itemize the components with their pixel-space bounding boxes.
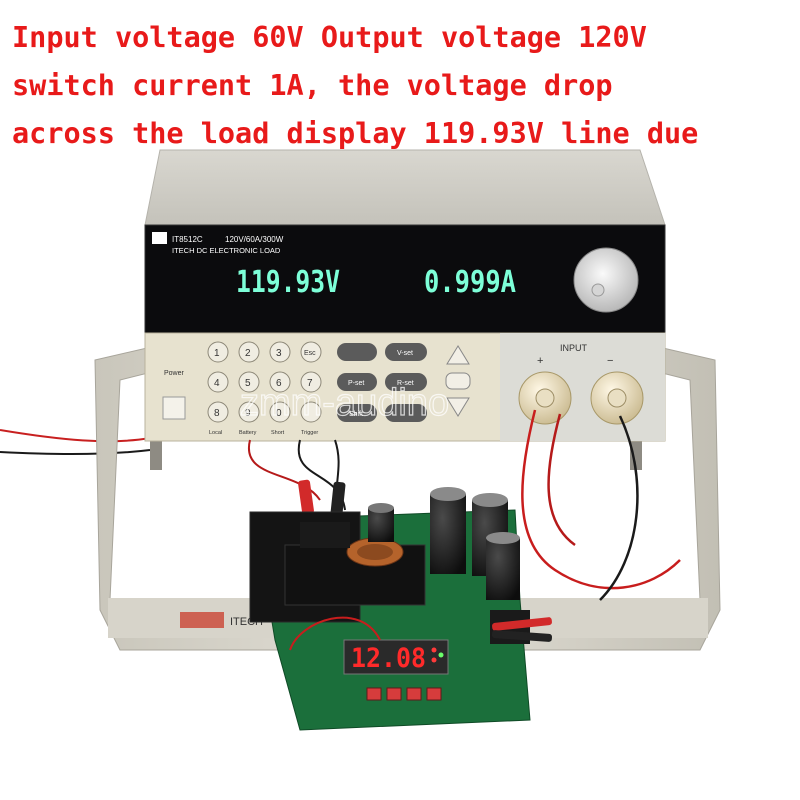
current-display: 0.999A xyxy=(424,265,516,300)
rating-label: 120V/60A/300W xyxy=(225,235,284,244)
key-shift[interactable] xyxy=(337,404,377,422)
svg-text:3: 3 xyxy=(276,348,282,359)
svg-text:V-set: V-set xyxy=(397,350,413,357)
key-5[interactable] xyxy=(238,371,260,393)
svg-text:6: 6 xyxy=(276,378,282,389)
board-button-3[interactable] xyxy=(406,687,422,701)
key-6[interactable] xyxy=(269,371,291,393)
caption-line-2: switch current 1A, the voltage drop xyxy=(12,69,613,102)
board-button-1[interactable] xyxy=(366,687,382,701)
black-clip xyxy=(330,481,346,517)
enter-key[interactable] xyxy=(445,372,471,390)
capacitor-3 xyxy=(486,538,520,600)
capacitor-1 xyxy=(430,494,466,574)
terminal-block xyxy=(300,522,350,548)
svg-text:1: 1 xyxy=(214,348,220,359)
key-9[interactable] xyxy=(238,401,260,423)
minus-label: − xyxy=(607,355,613,367)
sub-label-battery: Battery xyxy=(239,430,257,436)
svg-text:P-set: P-set xyxy=(348,380,364,387)
capacitor-small xyxy=(368,508,394,542)
board-button-2[interactable] xyxy=(386,687,402,701)
sub-label-short: Short xyxy=(271,430,285,436)
key-on-off[interactable] xyxy=(385,404,427,422)
key-8[interactable] xyxy=(207,401,229,423)
key-3[interactable] xyxy=(269,341,291,363)
svg-text:2: 2 xyxy=(245,348,251,359)
svg-text:R-set: R-set xyxy=(397,380,414,387)
function-keys: V-set P-set R-set Shift xyxy=(337,343,427,422)
watermark: zmm-audino xyxy=(240,382,449,424)
caption: Input voltage 60V Output voltage 120V sw… xyxy=(12,14,800,158)
voltage-display: 119.93V xyxy=(236,265,340,300)
key-r-set[interactable] xyxy=(385,373,427,391)
down-arrow-icon[interactable] xyxy=(446,397,470,417)
key-1[interactable] xyxy=(207,341,229,363)
rotary-knob[interactable] xyxy=(573,247,639,313)
key-v-set[interactable] xyxy=(385,343,427,361)
led-display-frame xyxy=(343,639,449,675)
plus-label: + xyxy=(537,355,543,367)
led-display: 12.08 xyxy=(351,643,426,674)
svg-text:8: 8 xyxy=(214,408,220,419)
svg-text:9: 9 xyxy=(245,408,251,419)
key-p-set[interactable] xyxy=(337,373,377,391)
model-label: IT8512C xyxy=(172,235,203,244)
svg-text:5: 5 xyxy=(245,378,251,389)
svg-text:Shift: Shift xyxy=(349,411,363,418)
input-label: INPUT xyxy=(560,343,588,353)
power-button[interactable] xyxy=(162,396,186,420)
key-7[interactable] xyxy=(300,371,322,393)
up-arrow-icon[interactable] xyxy=(446,345,470,365)
load-name-label: ITECH DC ELECTRONIC LOAD xyxy=(172,246,281,255)
caption-line-1: Input voltage 60V Output voltage 120V xyxy=(12,21,647,54)
svg-text:Esc: Esc xyxy=(304,350,316,357)
red-clip xyxy=(298,479,314,515)
key-2[interactable] xyxy=(238,341,260,363)
svg-text:7: 7 xyxy=(307,378,313,389)
key-4[interactable] xyxy=(207,371,229,393)
power-label: Power xyxy=(164,370,185,377)
svg-text:0: 0 xyxy=(276,408,282,419)
key-blank[interactable] xyxy=(337,343,377,361)
key-enter[interactable] xyxy=(300,401,322,423)
itech-panel-logo xyxy=(152,232,167,244)
key-0[interactable] xyxy=(269,401,291,423)
numeric-keypad: 1 2 3 Esc 4 5 6 7 8 9 0 Local Battery Sh… xyxy=(207,341,322,436)
sub-label-trigger: Trigger xyxy=(301,430,318,436)
key-esc[interactable] xyxy=(300,341,322,363)
caption-line-3: across the load display 119.93V line due xyxy=(12,117,699,150)
svg-text:4: 4 xyxy=(214,378,220,389)
board-button-4[interactable] xyxy=(426,687,442,701)
sub-label-local: Local xyxy=(209,430,222,436)
itech-logo xyxy=(180,612,224,628)
